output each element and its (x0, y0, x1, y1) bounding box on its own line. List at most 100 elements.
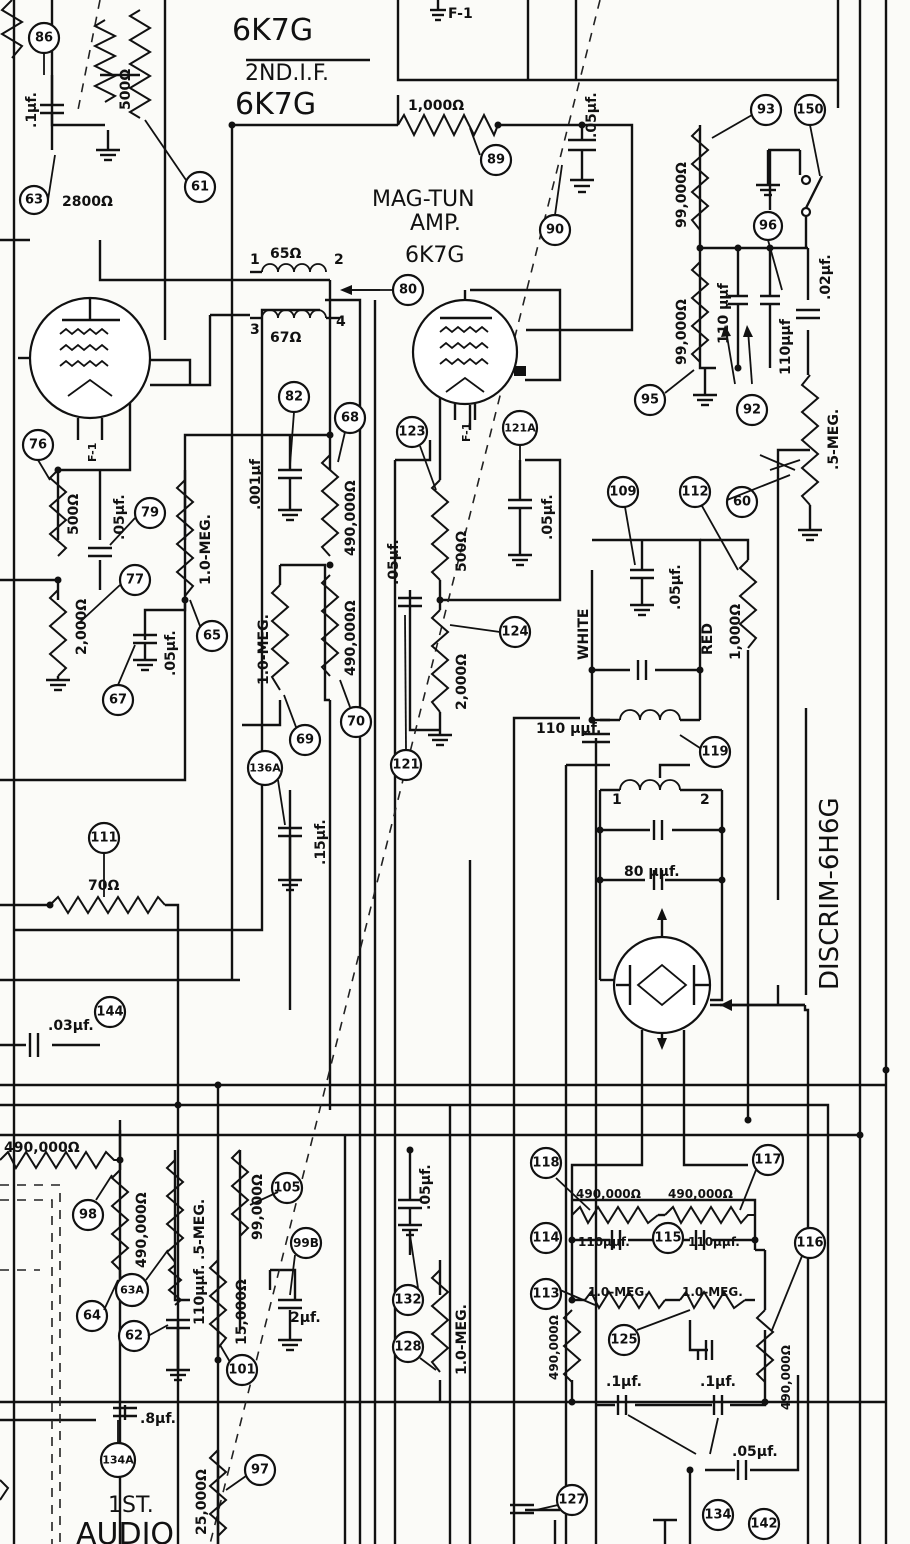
ref-67: 67 (101, 683, 135, 717)
ref-142: 142 (747, 1507, 781, 1541)
ref-62: 62 (117, 1319, 151, 1353)
label-n105: 105 (273, 1181, 300, 1196)
label-n63a: 63A (120, 1284, 144, 1297)
label-n60: 60 (733, 495, 751, 510)
resistor-93 (690, 127, 710, 231)
ref-69: 69 (288, 723, 322, 757)
label-first-audio-2: AUDIO (76, 1517, 174, 1544)
resistor-64 (110, 1169, 130, 1271)
label-n134: 134 (704, 1508, 731, 1523)
resistor-128 (430, 1269, 450, 1373)
ref-115: 115 (651, 1221, 685, 1255)
label-n93: 93 (757, 103, 775, 118)
capacitor-82 (278, 468, 302, 510)
label-r-99000-b: 99,000Ω (674, 299, 690, 365)
label-r-2000-124: 2,000Ω (454, 654, 470, 710)
label-r-1meg-69: 1.0-MEG. (256, 614, 272, 685)
ground-symbol (693, 368, 717, 407)
leader-lines (37, 53, 821, 1511)
resistor-89 (397, 112, 499, 138)
label-n121: 121 (392, 758, 419, 773)
capacitor-92a (728, 248, 748, 368)
switch-150 (798, 150, 824, 248)
capacitor-115 (694, 1230, 706, 1250)
capacitor-02 (796, 308, 820, 320)
label-c-05-121: .05µf. (386, 539, 402, 585)
ground-symbol (756, 148, 800, 197)
label-r-490000-70: 490,000Ω (343, 600, 359, 676)
ref-136a: 136A (246, 749, 284, 787)
coil-65 (261, 263, 327, 273)
label-n76: 76 (29, 438, 47, 453)
label-coil-1-top: 1 (250, 252, 260, 268)
label-first-audio-1: 1ST. (108, 1493, 154, 1518)
ref-96: 96 (752, 210, 784, 242)
resistor-111 (49, 895, 166, 915)
label-coil-2-top: 2 (334, 252, 344, 268)
ref-117: 117 (751, 1143, 785, 1177)
label-discrim: DISCRIM-6H6G (815, 797, 845, 990)
label-r-500-left: 500Ω (66, 494, 82, 535)
resistor-98 (0, 1150, 120, 1171)
label-n111: 111 (90, 831, 117, 846)
ground-symbol (630, 603, 654, 617)
label-n70: 70 (347, 715, 365, 730)
label-c-02: .02µf. (818, 254, 834, 300)
ref-114: 114 (529, 1221, 563, 1255)
capacitor-121 (398, 596, 422, 608)
ref-90: 90 (538, 213, 572, 247)
ref-119: 119 (698, 735, 732, 769)
ref-63: 63 (18, 184, 50, 216)
ref-76: 76 (21, 428, 55, 462)
label-coil-1-bot: 1 (612, 792, 622, 808)
label-n127: 127 (558, 1493, 585, 1508)
resistor-61 (128, 9, 152, 119)
ground-symbol (96, 130, 120, 162)
ref-64: 64 (75, 1299, 109, 1333)
label-r-490000-126: 490,000Ω (779, 1345, 793, 1410)
label-l-67: 67Ω (270, 330, 301, 346)
label-r-1meg-113: 1.0-MEG. (588, 1285, 649, 1299)
label-c-110-114: 110µµf. (578, 1235, 630, 1249)
capacitor-134a (113, 1406, 137, 1418)
label-r-1meg-65: 1.0-MEG. (198, 514, 214, 585)
label-n112: 112 (681, 485, 708, 500)
label-n77: 77 (126, 573, 144, 588)
capacitor-92b (760, 248, 780, 368)
label-n92: 92 (743, 403, 761, 418)
resistor-112 (738, 559, 758, 649)
label-n119: 119 (701, 745, 728, 760)
capacitors (28, 75, 820, 1515)
capacitor-110-119 (582, 732, 610, 744)
ground-symbol (278, 508, 302, 522)
resistor-113 (562, 1309, 582, 1383)
label-n134a: 134A (102, 1454, 134, 1467)
label-r-490000-117: 490,000Ω (668, 1187, 733, 1201)
resistor-62-area (167, 1264, 183, 1306)
label-n82: 82 (285, 390, 303, 405)
label-c-03: .03µf. (48, 1018, 94, 1034)
tube-1 (18, 296, 152, 440)
resistor-97 (208, 1449, 228, 1537)
label-coil-4: 4 (336, 314, 346, 330)
label-c-05-121a: .05µf. (540, 494, 556, 540)
ref-99b: 99B (289, 1226, 323, 1260)
ground-symbol (508, 553, 532, 567)
coil-119-bottom (619, 779, 681, 791)
resistor-60 (800, 374, 820, 506)
ref-89: 89 (479, 143, 513, 177)
label-coil-2-bot: 2 (700, 792, 710, 808)
ground-symbol (46, 676, 70, 692)
ref-128: 128 (391, 1330, 425, 1364)
label-c-05-142: .05µf. (732, 1444, 778, 1460)
capacitor-67 (133, 633, 157, 660)
label-n121a: 121A (504, 422, 536, 435)
ref-118: 118 (529, 1146, 563, 1180)
ref-61: 61 (183, 170, 217, 204)
label-r-490000-118: 490,000Ω (576, 1187, 641, 1201)
label-n123: 123 (398, 425, 425, 440)
label-2nd-if-tube: 6K7G (235, 87, 316, 122)
capacitor-121a (508, 498, 532, 555)
wiring (0, 0, 888, 1544)
